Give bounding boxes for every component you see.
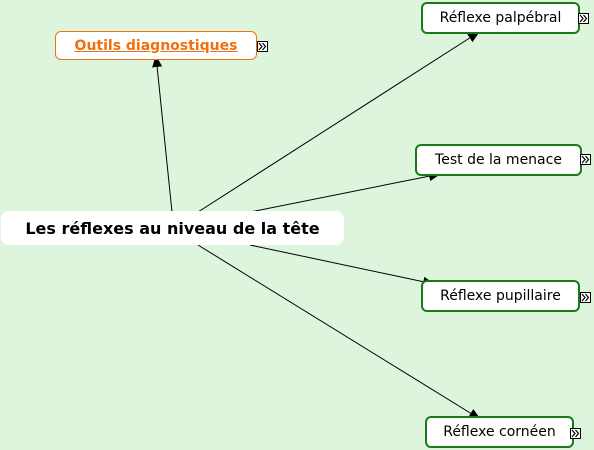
expand-arrows-icon[interactable]: [257, 41, 268, 52]
concept-test-menace[interactable]: Test de la menace: [415, 144, 582, 176]
connector-outils-diagnostiques: [152, 55, 173, 213]
expand-arrows-icon[interactable]: [570, 428, 581, 439]
concept-reflexe-corneen[interactable]: Réflexe cornéen: [425, 416, 574, 448]
concept-reflexe-pupillaire[interactable]: Réflexe pupillaire: [421, 280, 580, 312]
expand-arrows-icon[interactable]: [578, 13, 589, 24]
connector-reflexe-palpebral: [197, 31, 480, 213]
outils-diagnostiques-link[interactable]: Outils diagnostiques: [55, 31, 257, 60]
connector-test-menace: [249, 171, 441, 213]
expand-arrows-icon[interactable]: [580, 292, 591, 303]
root-concept: Les réflexes au niveau de la tête: [1, 211, 344, 245]
connector-reflexe-corneen: [197, 244, 481, 420]
connector-reflexe-pupillaire: [249, 244, 435, 287]
expand-arrows-icon[interactable]: [580, 154, 591, 165]
concept-reflexe-palpebral[interactable]: Réflexe palpébral: [421, 2, 580, 34]
